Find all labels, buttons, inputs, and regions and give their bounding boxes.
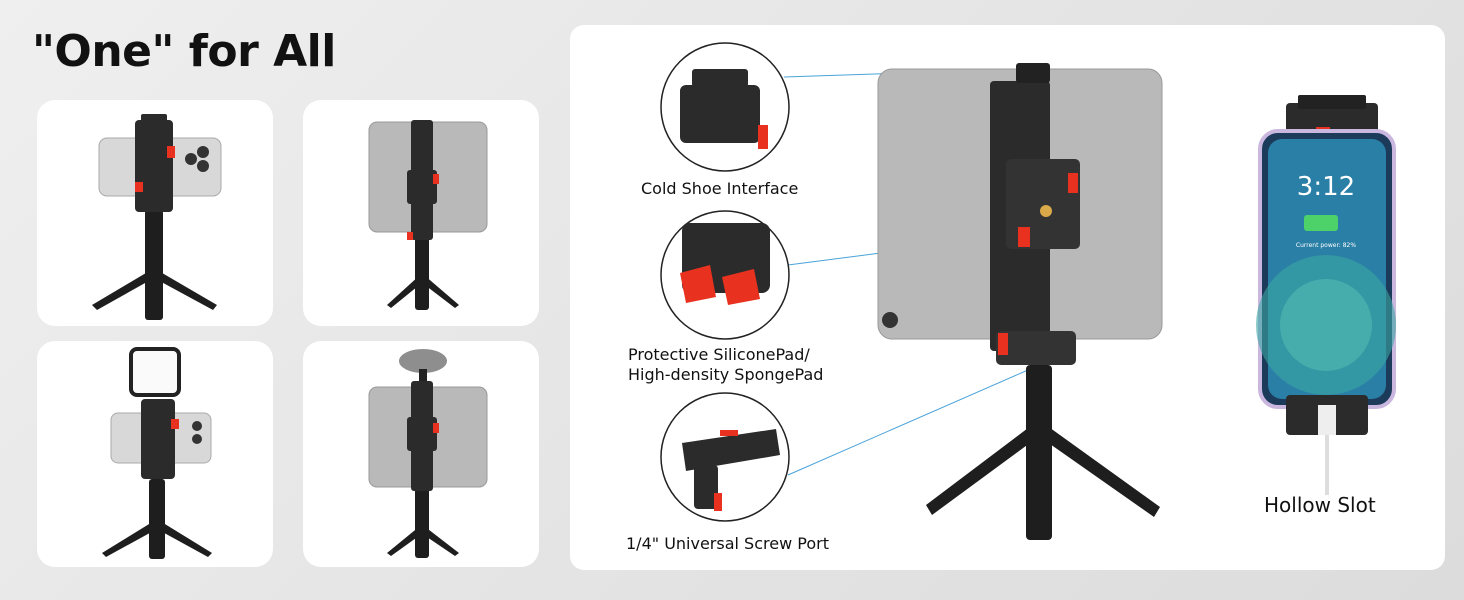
page-headline: "One" for All <box>32 26 336 77</box>
scenario-card-tablet-mic <box>303 341 539 567</box>
feature-illustration: 3:12 Current power: 82% <box>660 42 1396 540</box>
tablet-tripod-icon <box>368 120 488 310</box>
cold-shoe-label: Cold Shoe Interface <box>641 179 799 198</box>
pad-label-line1: Protective SiliconePad/ <box>628 345 810 364</box>
scenario-card-phone-light <box>37 341 273 567</box>
pad-detail-icon <box>660 210 790 340</box>
scenario-card-phone <box>37 100 273 326</box>
screw-port-label: 1/4" Universal Screw Port <box>626 534 829 553</box>
tablet-mic-tripod-icon <box>368 349 488 558</box>
screw-port-detail-icon <box>660 392 790 522</box>
phone-tripod-icon <box>92 114 222 320</box>
hollow-slot-label: Hollow Slot <box>1264 493 1376 517</box>
phone-power-text: Current power: 82% <box>1296 242 1356 249</box>
scenario-card-tablet <box>303 100 539 326</box>
phone-hollow-slot-icon <box>1256 95 1396 495</box>
tablet-mount-icon <box>877 63 1163 540</box>
pad-label-line2: High-density SpongePad <box>628 365 824 384</box>
phone-light-tripod-icon <box>102 347 212 559</box>
phone-time: 3:12 <box>1297 172 1355 202</box>
cold-shoe-detail-icon <box>660 42 790 172</box>
feature-panel: 3:12 Current power: 82% Cold Shoe Interf… <box>570 25 1445 570</box>
